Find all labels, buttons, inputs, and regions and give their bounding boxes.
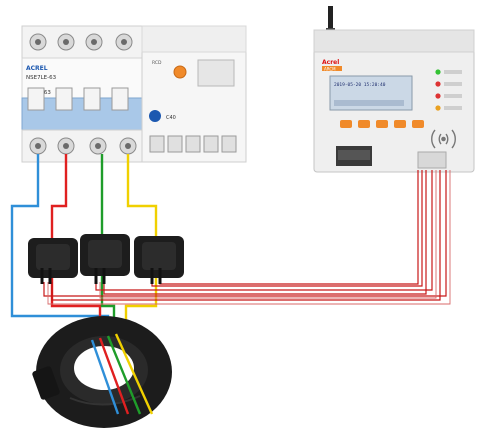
rcd-terminals xyxy=(149,135,237,153)
rcd-code: C40 xyxy=(166,115,176,121)
test-button-icon[interactable] xyxy=(173,65,187,79)
monitor-device: Acrel ARCM 2019-05-20 15:20:40 xyxy=(313,6,475,173)
menu-button[interactable] xyxy=(340,120,352,128)
breaker-model: NSE7LE-63 xyxy=(26,75,57,81)
left-button[interactable] xyxy=(394,120,406,128)
ct-l2 xyxy=(80,234,130,284)
antenna-icon xyxy=(328,6,333,32)
toggle-l2[interactable] xyxy=(55,87,73,111)
toggle-l1[interactable] xyxy=(27,87,45,111)
toggle-n[interactable] xyxy=(111,87,129,111)
breaker-rating: C63 xyxy=(40,90,51,96)
breaker-brand: ACREL xyxy=(26,65,48,72)
monitor-buttons xyxy=(340,120,424,128)
down-button[interactable] xyxy=(376,120,388,128)
rcd-indicator-icon xyxy=(149,110,161,122)
lcd-line-1: 2019-05-20 15:20:40 xyxy=(334,82,386,88)
signal-terminal xyxy=(417,151,447,169)
current-transformers xyxy=(28,234,184,284)
rcd-small-label: RCD xyxy=(152,60,162,66)
toggle-l3[interactable] xyxy=(83,87,101,111)
circuit-breaker: ACREL NSE7LE-63 C63 RCD C40 xyxy=(21,25,247,163)
bottom-terminals xyxy=(29,137,137,155)
ct-l1 xyxy=(28,238,78,284)
monitor-model-tag: ARCM xyxy=(324,67,336,72)
breaker-toggles xyxy=(27,87,129,111)
wireless-icon xyxy=(431,129,456,149)
up-button[interactable] xyxy=(358,120,370,128)
rcd-toggle[interactable] xyxy=(197,59,235,87)
wires-through-ring xyxy=(90,333,154,415)
signal-wires xyxy=(43,170,451,305)
top-terminals xyxy=(29,33,133,51)
status-leds xyxy=(435,69,462,111)
ct-l3 xyxy=(134,236,184,284)
monitor-brand: Acrel xyxy=(322,59,339,66)
enter-button[interactable] xyxy=(412,120,424,128)
